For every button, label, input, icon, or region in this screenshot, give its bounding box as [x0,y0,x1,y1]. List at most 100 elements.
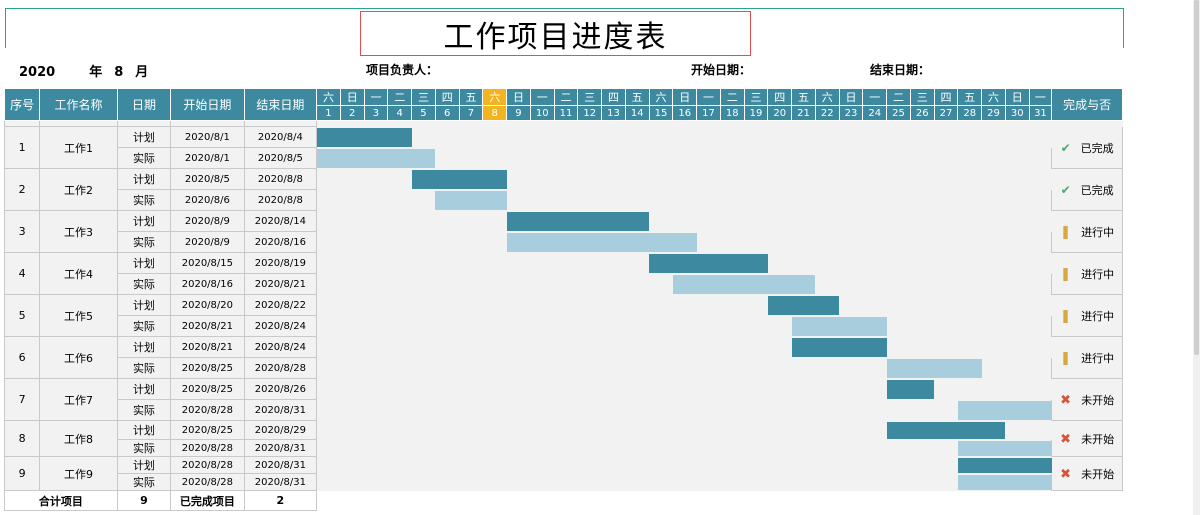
gantt-cell[interactable] [363,210,389,232]
gantt-cell[interactable] [886,126,911,148]
weekday-cell[interactable]: 一 [696,88,721,106]
gantt-cell[interactable] [458,378,484,400]
task-name[interactable]: 工作7 [39,378,118,421]
gantt-cell[interactable] [434,147,460,169]
gantt-cell[interactable] [743,126,769,148]
gantt-cell[interactable] [411,210,436,232]
plan-label[interactable]: 计划 [116,420,172,440]
gantt-cell[interactable] [838,420,864,440]
gantt-cell[interactable] [648,210,674,232]
task-name[interactable]: 工作9 [39,456,118,491]
gantt-cell[interactable] [601,273,626,295]
actual-start-date[interactable]: 2020/8/1 [170,147,245,169]
gantt-cell[interactable] [672,189,698,211]
gantt-cell[interactable] [624,473,650,491]
gantt-cell[interactable] [411,439,436,457]
gantt-cell[interactable] [577,420,603,440]
task-name[interactable]: 工作8 [39,420,118,457]
gantt-cell[interactable] [957,294,983,316]
actual-start-date[interactable]: 2020/8/16 [170,273,245,295]
gantt-cell[interactable] [767,473,793,491]
gantt-cell[interactable] [672,473,698,491]
gantt-cell[interactable] [601,399,626,421]
day-cell[interactable]: 9 [506,105,531,121]
plan-label[interactable]: 计划 [116,294,172,316]
task-name[interactable]: 工作1 [39,126,118,169]
gantt-cell[interactable] [1004,336,1030,358]
gantt-cell[interactable] [767,439,793,457]
gantt-cell[interactable] [506,399,531,421]
gantt-cell[interactable] [981,378,1006,400]
gantt-cell[interactable] [339,273,365,295]
day-cell[interactable]: 3 [363,105,389,121]
gantt-cell[interactable] [458,294,484,316]
actual-end-date[interactable]: 2020/8/28 [243,357,318,379]
gantt-cell[interactable] [743,231,769,253]
gantt-cell[interactable] [743,420,769,440]
gantt-cell[interactable] [458,456,484,474]
gantt-cell[interactable] [886,147,911,169]
gantt-cell[interactable] [933,126,959,148]
gantt-cell[interactable] [601,252,626,274]
gantt-cell[interactable] [719,357,745,379]
status-cell[interactable]: ❚进行中 [1051,294,1123,337]
gantt-cell[interactable] [411,189,436,211]
gantt-cell[interactable] [814,456,840,474]
plan-label[interactable]: 计划 [116,336,172,358]
gantt-cell[interactable] [648,473,674,491]
gantt-cell[interactable] [981,147,1006,169]
gantt-cell[interactable] [1004,315,1030,337]
gantt-cell[interactable] [387,168,413,190]
gantt-cell[interactable] [434,378,460,400]
gantt-cell[interactable] [981,315,1006,337]
gantt-cell[interactable] [719,315,745,337]
gantt-cell[interactable] [529,315,555,337]
gantt-cell[interactable] [957,147,983,169]
gantt-cell[interactable] [601,294,626,316]
gantt-cell[interactable] [909,315,935,337]
col-header-type[interactable]: 日期 [116,88,172,121]
gantt-cell[interactable] [791,252,816,274]
gantt-cell[interactable] [458,147,484,169]
gantt-cell[interactable] [363,378,389,400]
gantt-cell[interactable] [624,315,650,337]
day-cell[interactable]: 16 [672,105,698,121]
gantt-cell[interactable] [529,189,555,211]
gantt-cell[interactable] [648,456,674,474]
gantt-cell[interactable] [363,231,389,253]
total-label[interactable]: 合计项目 [4,490,118,511]
task-name[interactable]: 工作6 [39,336,118,379]
gantt-cell[interactable] [933,456,959,474]
plan-end-date[interactable]: 2020/8/4 [243,126,318,148]
gantt-cell[interactable] [719,231,745,253]
gantt-cell[interactable] [767,231,793,253]
gantt-cell[interactable] [363,399,389,421]
gantt-cell[interactable] [743,189,769,211]
gantt-cell[interactable] [624,439,650,457]
gantt-cell[interactable] [838,399,864,421]
status-cell[interactable]: ❚进行中 [1051,336,1123,379]
gantt-cell[interactable] [767,456,793,474]
weekday-cell[interactable]: 日 [838,88,864,106]
actual-end-date[interactable]: 2020/8/31 [243,399,318,421]
gantt-cell[interactable] [791,399,816,421]
gantt-cell[interactable] [434,210,460,232]
gantt-cell[interactable] [339,378,365,400]
gantt-cell[interactable] [506,357,531,379]
weekday-cell[interactable]: 一 [1028,88,1053,106]
gantt-cell[interactable] [933,273,959,295]
gantt-cell[interactable] [363,357,389,379]
gantt-cell[interactable] [1004,420,1030,440]
weekday-cell[interactable]: 二 [387,88,413,106]
gantt-cell[interactable] [814,378,840,400]
gantt-cell[interactable] [506,252,531,274]
day-cell[interactable]: 5 [411,105,436,121]
gantt-cell[interactable] [743,336,769,358]
gantt-cell[interactable] [624,126,650,148]
gantt-cell[interactable] [553,252,579,274]
gantt-cell[interactable] [434,439,460,457]
gantt-cell[interactable] [363,420,389,440]
gantt-cell[interactable] [482,294,508,316]
gantt-cell[interactable] [743,378,769,400]
status-cell[interactable]: ✖未开始 [1051,420,1123,457]
